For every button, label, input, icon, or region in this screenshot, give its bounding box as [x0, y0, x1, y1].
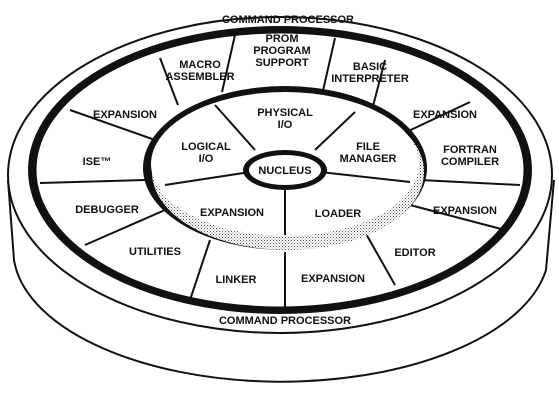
command-processor-top-label: COMMAND PROCESSOR [222, 14, 354, 26]
segment-label-utilities: UTILITIES [129, 246, 181, 258]
nucleus [249, 155, 321, 185]
segment-label-expansion-bottom: EXPANSION [301, 273, 365, 285]
outer-ring-dividers [39, 34, 521, 307]
segment-label-expansion-upper-left: EXPANSION [93, 109, 157, 121]
segment-label-ise: ISE™ [83, 156, 112, 168]
inner-ring-dividers [164, 104, 411, 235]
segment-label-expansion-right: EXPANSION [433, 205, 497, 217]
segment-label-debugger: DEBUGGER [75, 204, 139, 216]
command-processor-bottom-label: COMMAND PROCESSOR [219, 315, 351, 327]
nucleus-label: NUCLEUS [258, 165, 311, 177]
segment-label-expansion-upper-right: EXPANSION [413, 109, 477, 121]
segment-label-linker: LINKER [216, 274, 257, 286]
segment-label-editor: EDITOR [394, 247, 435, 259]
segment-label-expansion: EXPANSION [200, 207, 264, 219]
segment-label-loader: LOADER [315, 208, 362, 220]
